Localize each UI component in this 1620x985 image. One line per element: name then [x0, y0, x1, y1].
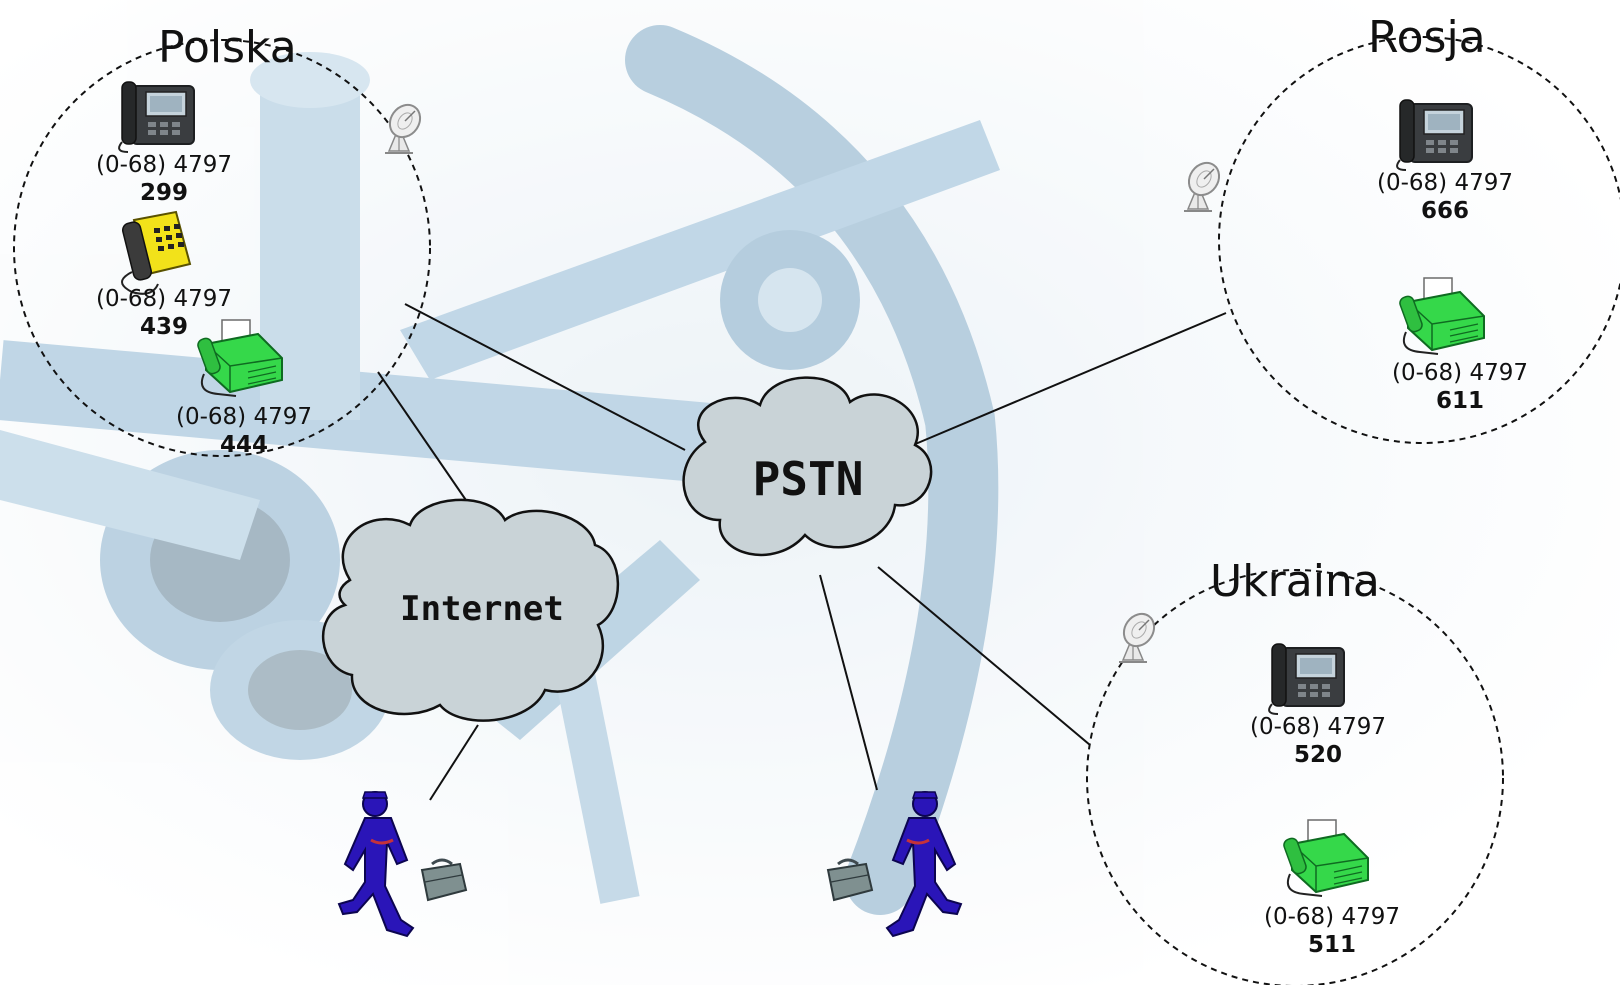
phone-number-prefix: (0-68) 4797 — [1250, 714, 1386, 740]
link-ukraina-pstn — [877, 566, 1091, 746]
phone-extension: 299 — [140, 180, 188, 206]
fax-number-prefix: (0-68) 4797 — [176, 404, 312, 430]
region-boundary-ukraina — [1086, 569, 1504, 985]
internet-label: Internet — [400, 589, 564, 629]
region-title-ukraina: Ukraina — [1210, 556, 1380, 607]
fax-number-prefix: (0-68) 4797 — [1392, 360, 1528, 386]
link-internet-traveler — [429, 724, 479, 801]
fax-extension: 444 — [220, 432, 268, 458]
region-boundary-polska — [13, 39, 431, 457]
ip-phone-icon — [118, 81, 195, 153]
internet-cloud: Internet — [322, 498, 620, 722]
phone-extension: 666 — [1421, 198, 1469, 224]
connection-lines — [377, 303, 1227, 801]
fax-extension: 611 — [1436, 388, 1484, 414]
link-polska-pstn — [404, 303, 686, 451]
link-rosja-pstn — [912, 312, 1227, 446]
phone-extension: 439 — [140, 314, 188, 340]
region-title-polska: Polska — [158, 22, 297, 73]
phone-extension: 520 — [1294, 742, 1342, 768]
phone-number-prefix: (0-68) 4797 — [96, 286, 232, 312]
phone-number-prefix: (0-68) 4797 — [1377, 170, 1513, 196]
pstn-label: PSTN — [753, 452, 864, 506]
link-polska-internet — [377, 371, 471, 507]
ip-phone-icon — [1268, 643, 1345, 715]
phone-number-prefix: (0-68) 4797 — [96, 152, 232, 178]
fax-number-prefix: (0-68) 4797 — [1264, 904, 1400, 930]
link-pstn-traveler — [819, 574, 878, 791]
ip-phone-icon — [1396, 99, 1473, 171]
fax-extension: 511 — [1308, 932, 1356, 958]
region-title-rosja: Rosja — [1368, 12, 1486, 63]
pstn-cloud: PSTN — [682, 376, 933, 557]
